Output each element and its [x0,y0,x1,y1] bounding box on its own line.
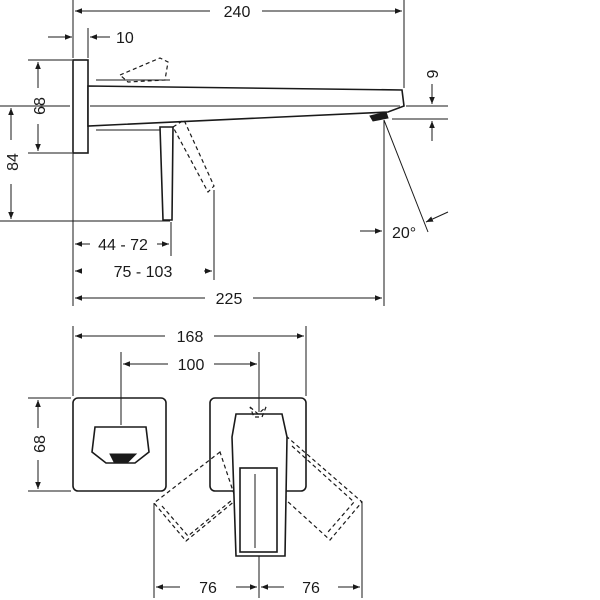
handle-lever-front [239,467,278,553]
front-view: 168 100 68 76 76 [28,326,363,598]
dim-plate-thickness: 10 [116,30,134,47]
dim-spout-height: 9 [425,69,442,78]
dim-spray-angle: 20° [392,225,416,242]
outlet-aerator [109,453,138,463]
dim-overall-length: 240 [224,4,251,21]
lever-tilted-dashed [172,119,215,193]
dim-line [425,211,449,223]
dim-center-distance: 100 [178,357,205,374]
dim-lever-swing-left: 76 [199,580,217,597]
dim-spout-projection: 225 [216,291,243,308]
dim-wall-depth-b: 75 - 103 [114,264,173,281]
spray-angle-line [383,119,429,233]
dim-plate-height-front: 68 [32,435,49,453]
lever-swing-left-inner [161,499,233,537]
dim-total-height: 84 [5,153,22,171]
lever-side [159,126,174,221]
spout-outlet [369,111,389,122]
body-dashed-upper [118,57,169,83]
side-view: 240 10 68 84 9 20° 44 - 7 [0,0,449,308]
wall-plate-side [72,59,89,154]
handle-top-marker [249,406,267,418]
lever-swing-left-dashed [153,451,237,542]
dim-wall-depth-a: 44 - 72 [98,237,148,254]
dim-plate-spacing: 168 [177,329,204,346]
dim-lever-swing-right: 76 [302,580,320,597]
